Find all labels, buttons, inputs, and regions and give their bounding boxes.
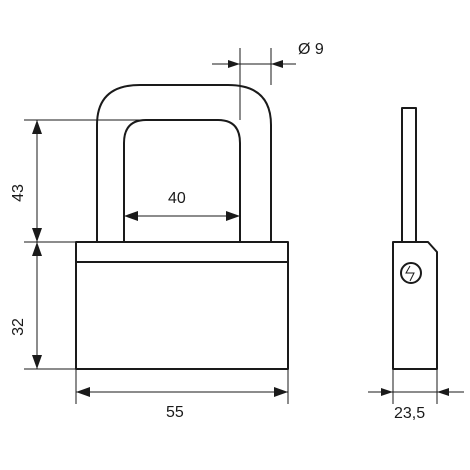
side-body	[392, 241, 438, 370]
label-shackle-height: 43	[10, 184, 27, 202]
lock-body	[75, 241, 289, 370]
label-shackle-diameter: Ø 9	[298, 41, 324, 58]
dimension-lines	[24, 48, 464, 404]
shackle-inner	[123, 119, 241, 242]
front-view	[75, 84, 289, 370]
label-inner-width: 40	[168, 190, 186, 207]
side-view	[392, 107, 438, 370]
label-body-depth: 23,5	[394, 405, 425, 422]
side-shackle	[401, 107, 417, 243]
label-body-width: 55	[166, 404, 184, 421]
keyhole-icon	[400, 262, 422, 284]
label-body-height: 32	[10, 318, 27, 336]
shackle-outer	[96, 84, 272, 242]
